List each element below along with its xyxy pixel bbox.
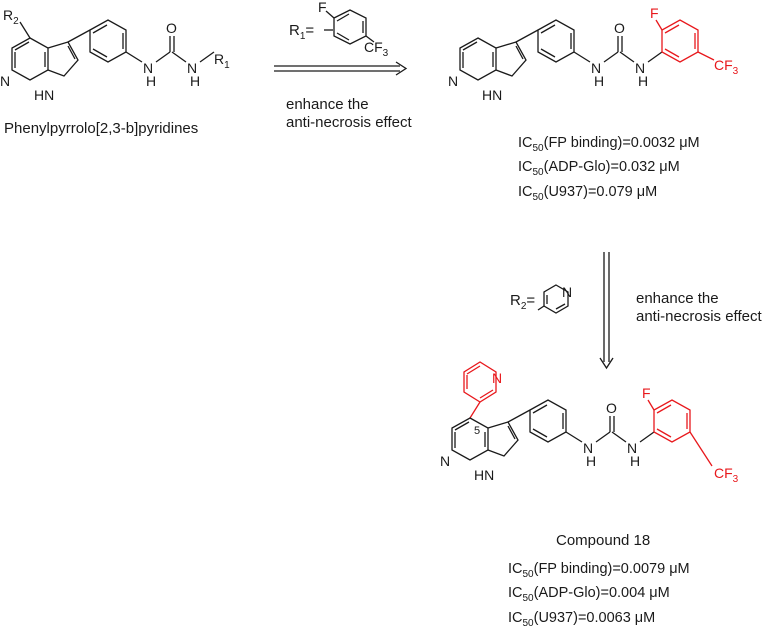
c18-ic50-row: IC50(ADP-Glo)=0.004 μM <box>508 585 670 605</box>
c18-ic50-row: IC50(FP binding)=0.0079 μM <box>508 561 690 580</box>
urea-n1-label: N <box>143 60 153 76</box>
c18-urea-o-label: O <box>606 400 617 416</box>
hit-urea-n2-label: N <box>635 60 645 76</box>
hit-ic50-row: IC50(U937)=0.079 μM <box>518 183 658 203</box>
c18-pyrrole-nh-label: HN <box>474 467 494 483</box>
hit-ic50-row: IC50(ADP-Glo)=0.032 μM <box>518 159 680 179</box>
step2-note-line2: anti-necrosis effect <box>636 308 762 325</box>
hit-ic50-row: IC50(FP binding)=0.0032 μM <box>518 135 700 154</box>
hit-urea-h1-label: H <box>594 73 604 89</box>
urea-h2-label: H <box>190 73 200 89</box>
scaffold-name: Phenylpyrrolo[2,3-b]pyridines <box>4 120 199 137</box>
r1-cf3-label: CF3 <box>364 39 389 59</box>
r1-fluoro-label: F <box>318 0 327 15</box>
pyridine-n-label: N <box>0 73 10 89</box>
compound-18-ic50-list: IC50(FP binding)=0.0079 μM IC50(ADP-Glo)… <box>508 560 690 633</box>
hit-ic50-list: IC50(FP binding)=0.0032 μM IC50(ADP-Glo)… <box>518 134 700 207</box>
r2-fragment-structure: N <box>537 284 572 314</box>
hit-cf3-label: CF3 <box>714 57 739 77</box>
hit-urea-o-label: O <box>614 20 625 36</box>
c18-pyridyl-n-label: N <box>492 370 502 386</box>
pyrrole-nh-label: HN <box>34 87 54 103</box>
r1-equals-label: R1= <box>289 22 315 42</box>
urea-o-label: O <box>166 20 177 36</box>
compound-18-structure: N 5 N HN N H O N H F CF3 <box>440 361 739 485</box>
c18-cf3-label: CF3 <box>714 465 739 485</box>
step1-note-line2: anti-necrosis effect <box>286 114 412 131</box>
c18-urea-h2-label: H <box>630 453 640 469</box>
c18-urea-n1-label: N <box>583 440 593 456</box>
c18-position-5-label: 5 <box>474 425 480 437</box>
c18-fluoro-label: F <box>642 385 651 401</box>
c18-urea-n2-label: N <box>627 440 637 456</box>
compound-18-name: Compound 18 <box>556 532 651 549</box>
step1-note-line1: enhance the <box>286 96 369 113</box>
step2-note-line1: enhance the <box>636 290 719 307</box>
hit-pyridine-n-label: N <box>448 73 458 89</box>
hit-urea-h2-label: H <box>638 73 648 89</box>
scaffold-structure: R2 N HN N H O N H R1 <box>0 7 230 103</box>
r2-pyridine-n-label: N <box>562 284 572 300</box>
hit-fluoro-label: F <box>650 5 659 21</box>
urea-n2-label: N <box>187 60 197 76</box>
hit-urea-n1-label: N <box>591 60 601 76</box>
c18-ic50-row: IC50(U937)=0.0063 μM <box>508 609 656 629</box>
c18-urea-h1-label: H <box>586 453 596 469</box>
r1-fragment-structure: F CF3 <box>318 0 389 59</box>
c18-pyridine-n-label: N <box>440 453 450 469</box>
r2-label: R2 <box>3 7 19 27</box>
r1-label: R1 <box>214 51 230 71</box>
vertical-arrow <box>599 252 614 370</box>
horizontal-arrow <box>274 61 408 76</box>
hit-compound-structure: N HN N H O N H F CF3 <box>448 5 739 103</box>
hit-pyrrole-nh-label: HN <box>482 87 502 103</box>
urea-h1-label: H <box>146 73 156 89</box>
r2-equals-label: R2= <box>510 292 536 312</box>
